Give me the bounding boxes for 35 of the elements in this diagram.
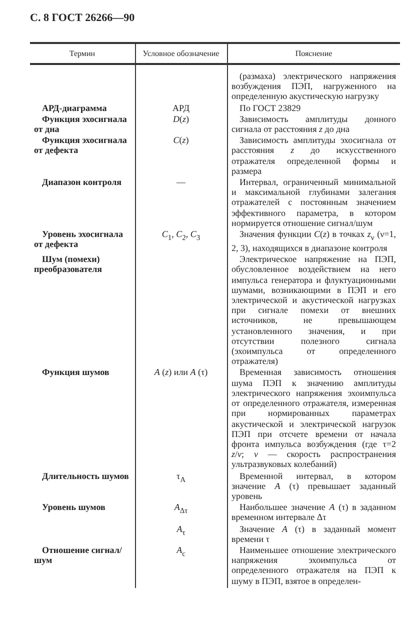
column-heading: Пояснение [295,49,332,58]
term-text: Диапазон контроля [41,177,123,188]
definition-text: Наибольшее значение A (τ) в заданном временном интервале Δτ [232,502,396,523]
definition-text: Наименьшее отношение электрического напряжения эхоимпульса от определенного отражателя на ПЭП к шуму в ПЭП, взятое в определен- [232,544,396,586]
symbol-text: A (z) или A (τ) [153,367,209,378]
definition-text: По ГОСТ 23829 [238,102,302,113]
page-header: С. 8 ГОСТ 26266—90 [30,12,135,24]
symbol-text: A$_{c}$ [175,544,186,559]
symbol-text: C$_{1}$, C$_{2}$, C$_{3}$ [160,229,202,244]
symbol-text: АРД [172,102,190,113]
definition-text: Временной интервал, в котором значение A (τ) превышает заданный уровень [232,470,396,502]
term-text: Уровень шумов [41,502,106,512]
column-heading: Условное обозначение [142,49,220,58]
term-text: АРД-диаграмма [41,102,108,113]
definition-text: Значения функции C(z) в точках z$_{ν}$ (ν=1, 2, 3), находящихся в диапазоне контроля [232,229,396,254]
term-text: Функция эхосигнала от дна [34,114,128,134]
term-text: Функция эхосигнала от дефекта [34,135,128,156]
term-text: Функция шумов [41,367,110,378]
symbol-text: D(z) [172,114,190,124]
term-text: Отношение сигнал/шум [34,544,123,566]
symbol-text: — [176,177,186,188]
term-text: Шум (помехи) преобразователя [34,254,103,275]
column-heading: Термин [69,49,96,58]
symbol-text: C(z) [172,135,190,146]
definition-text: Значение A (τ) в заданный момент времени τ [232,524,396,544]
term-text: Уровень эхосигнала от дефекта [34,229,124,250]
symbol-text: A$_{τ}$ [175,524,186,538]
definition-text: Зависимость амплитуды эхосигнала от расстояния z до искусственного отражателя определенной формы и размера [232,135,396,176]
symbol-text: τ$_{A}$ [175,470,187,485]
definition-text: (размаха) электрического напряжения возбуждения ПЭП, нагруженного на определенную акустическую нагрузку [232,71,396,102]
definition-text: Электрическое напряжение на ПЭП, обусловленное воздействием на него импульса генератора и флуктуационными шумами, возникающими в ПЭП и его электрической и акустической нагрузках при сигнале помехи от внешних источников, не превышающем установленного значения, и при отсутствии полезного сигнала (эхоимпульса от определенного отражателя) [232,254,396,366]
definition-text: Временная зависимость отношения шума ПЭП к значению амплитуды электрического напряжения эхоимпульса от определенного отражателя, измеренная при нормированных параметрах акустической и электрической нагрузок ПЭП при отсчете времени от начала фронта импульса возбуждения (где τ=2 z/v; v — скорость распространения ультразвуковых колебаний) [232,367,396,470]
term-text: Длительность шумов [41,470,130,481]
definition-text: Зависимость амплитуды донного сигнала от расстояния z до дна [232,114,396,134]
symbol-text: A$_{Δτ}$ [173,502,189,516]
